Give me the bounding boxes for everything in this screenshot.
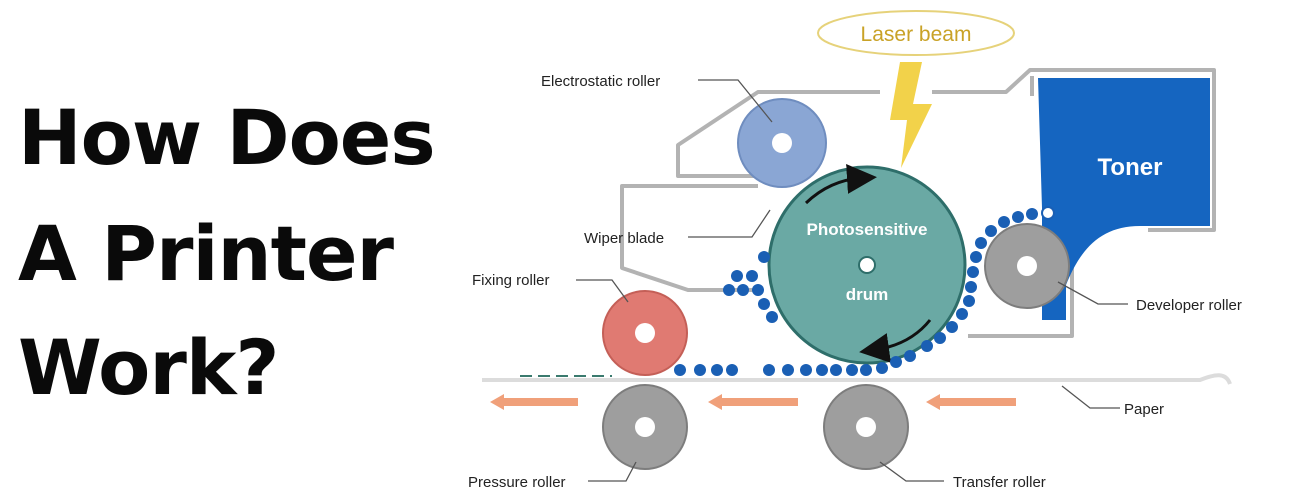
toner-particle xyxy=(800,364,812,376)
leader-transfer-roller xyxy=(879,461,944,482)
toner-particle xyxy=(1012,211,1024,223)
toner-particle xyxy=(763,364,775,376)
laser-label: Laser beam xyxy=(861,23,972,46)
toner-particle xyxy=(876,362,888,374)
drum-rotation-arrow-bottom xyxy=(859,319,932,363)
pressure-roller xyxy=(602,384,688,470)
toner-particle xyxy=(758,298,770,310)
toner-particle xyxy=(1041,206,1055,220)
toner-particle xyxy=(723,284,735,296)
toner-particle xyxy=(830,364,842,376)
toner-particle xyxy=(998,216,1010,228)
toner-particle xyxy=(1026,208,1038,220)
transfer-roller xyxy=(823,384,909,470)
toner-particle xyxy=(782,364,794,376)
toner-particle xyxy=(711,364,723,376)
paper-direction-arrows xyxy=(490,394,1016,410)
toner-box xyxy=(1038,78,1210,320)
leader-fixing-roller xyxy=(576,279,629,303)
toner-particles xyxy=(674,206,1055,376)
toner-particle xyxy=(674,364,686,376)
fixing-roller-hub xyxy=(635,323,655,343)
drum-label-line2: drum xyxy=(846,285,889,304)
electrostatic-roller xyxy=(737,98,827,188)
label-fixing-roller: Fixing roller xyxy=(472,272,550,289)
label-transfer-roller: Transfer roller xyxy=(953,474,1046,491)
toner-particle xyxy=(816,364,828,376)
toner-particle xyxy=(890,356,902,368)
label-electrostatic-roller: Electrostatic roller xyxy=(541,73,660,90)
photosensitive-drum: Photosensitive drum xyxy=(767,163,967,365)
drum-hub xyxy=(858,256,876,274)
laser-bolt xyxy=(890,62,932,168)
toner-particle xyxy=(967,266,979,278)
paper-arrow-left xyxy=(490,394,578,410)
electrostatic-roller-hub xyxy=(772,133,792,153)
toner-particle xyxy=(694,364,706,376)
toner-particle xyxy=(956,308,968,320)
toner-particle xyxy=(921,340,933,352)
label-wiper-blade: Wiper blade xyxy=(584,230,664,247)
label-paper: Paper xyxy=(1124,401,1164,418)
toner-particle xyxy=(965,281,977,293)
leader-developer-roller xyxy=(1057,281,1128,305)
laser-beam: Laser beam xyxy=(817,10,1015,168)
toner-particle xyxy=(846,364,858,376)
developer-roller xyxy=(984,223,1070,309)
toner-particle xyxy=(737,284,749,296)
toner-label: Toner xyxy=(1098,154,1163,181)
toner-particle xyxy=(746,270,758,282)
toner-particle xyxy=(946,321,958,333)
toner-particle xyxy=(985,225,997,237)
paper-arrow-middle xyxy=(708,394,798,410)
drum-rotation-arrow-top xyxy=(804,163,877,205)
toner-particle xyxy=(970,251,982,263)
toner-particle xyxy=(758,251,770,263)
toner-particle xyxy=(904,350,916,362)
leader-pressure-roller xyxy=(588,461,637,482)
label-pressure-roller: Pressure roller xyxy=(468,474,566,491)
title-line-1: How Does xyxy=(18,93,436,182)
toner-particle xyxy=(975,237,987,249)
label-developer-roller: Developer roller xyxy=(1136,297,1242,314)
title-line-2: A Printer xyxy=(18,209,394,298)
fixing-roller xyxy=(602,290,688,376)
toner-particle xyxy=(860,364,872,376)
laser-label-bubble xyxy=(817,10,1015,56)
developer-roller-hub xyxy=(1017,256,1037,276)
transfer-roller-hub xyxy=(856,417,876,437)
printer-housing xyxy=(620,68,1216,338)
paper-sheet xyxy=(482,373,1232,385)
pressure-roller-hub xyxy=(635,417,655,437)
leader-wiper-blade xyxy=(688,209,771,238)
paper-arrow-right xyxy=(926,394,1016,410)
toner-particle xyxy=(726,364,738,376)
leader-electrostatic-roller xyxy=(698,79,773,123)
toner-particle xyxy=(934,332,946,344)
drum-label-line1: Photosensitive xyxy=(807,220,928,239)
toner-particle xyxy=(731,270,743,282)
title-line-3: Work? xyxy=(18,323,279,412)
toner-particle xyxy=(766,311,778,323)
leader-lines xyxy=(576,79,1128,482)
toner-particle xyxy=(752,284,764,296)
leader-paper xyxy=(1061,385,1120,409)
toner-particle xyxy=(963,295,975,307)
